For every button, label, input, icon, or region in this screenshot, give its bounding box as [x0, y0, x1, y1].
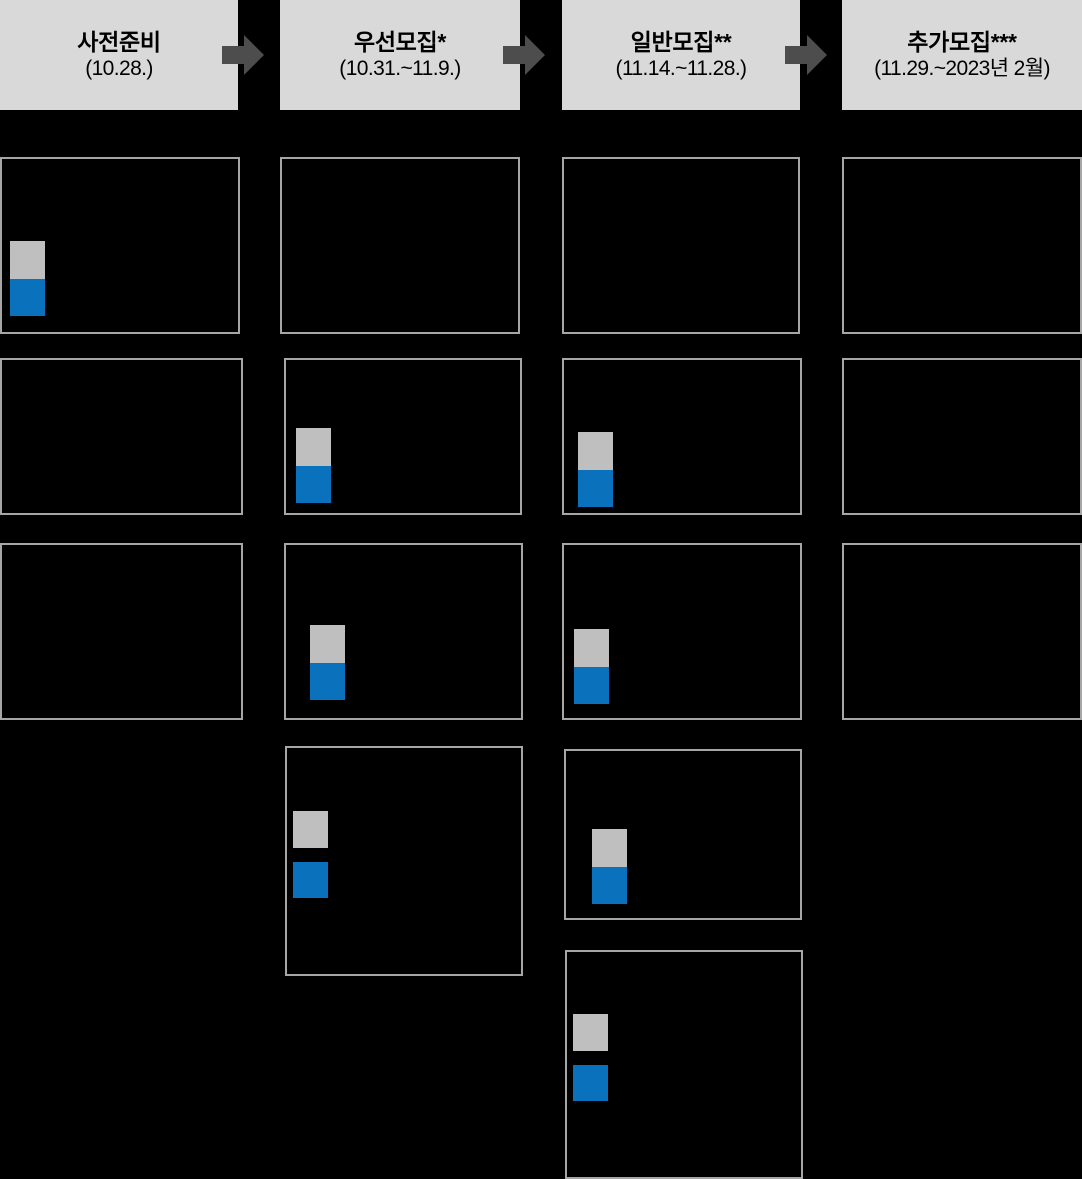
arrow-right-icon [222, 32, 264, 78]
marker-stack [10, 241, 45, 316]
marker-stack [310, 625, 345, 700]
marker-stack [573, 1014, 608, 1101]
content-cell-r1c4[interactable] [842, 157, 1082, 334]
phase-date-range: (11.29.~2023년 2월) [874, 56, 1050, 80]
phase-date-range: (11.14.~11.28.) [615, 56, 748, 80]
blue-swatch [574, 667, 609, 704]
blue-swatch [293, 862, 328, 898]
content-cell-r4c2[interactable] [285, 746, 523, 976]
marker-stack [293, 811, 328, 898]
blue-swatch [573, 1065, 608, 1101]
phase-title: 추가모집*** [907, 28, 1017, 55]
phase-banner-4[interactable]: 추가모집*** (11.29.~2023년 2월) [842, 0, 1082, 110]
content-cell-r3c3[interactable] [562, 543, 802, 720]
content-cell-r2c2[interactable] [284, 358, 522, 515]
blue-swatch [10, 279, 45, 316]
phase-banner-3[interactable]: 일반모집** (11.14.~11.28.) [562, 0, 800, 110]
arrow-right-icon [503, 32, 545, 78]
content-cell-r3c4[interactable] [842, 543, 1082, 720]
blue-swatch [296, 466, 331, 503]
content-cell-r2c1[interactable] [0, 358, 243, 515]
content-cell-r4c3[interactable] [564, 749, 802, 920]
phase-title: 우선모집* [353, 28, 447, 55]
content-cell-r3c2[interactable] [284, 543, 523, 720]
content-cell-r1c2[interactable] [280, 157, 520, 334]
blue-swatch [310, 663, 345, 700]
gray-swatch [293, 811, 328, 848]
content-cell-r3c1[interactable] [0, 543, 243, 720]
phase-date-range: (10.28.) [85, 56, 153, 80]
blue-swatch [592, 867, 627, 904]
phase-title: 일반모집** [630, 28, 732, 55]
phase-banner-1[interactable]: 사전준비 (10.28.) [0, 0, 238, 110]
arrow-right-icon [785, 32, 827, 78]
marker-stack [592, 829, 627, 904]
blue-swatch [578, 470, 613, 507]
gray-swatch [310, 625, 345, 663]
blue-swatch [293, 848, 328, 862]
gray-swatch [592, 829, 627, 867]
marker-stack [578, 432, 613, 507]
gray-swatch [296, 428, 331, 466]
content-cell-r1c3[interactable] [562, 157, 800, 334]
gray-swatch [10, 241, 45, 279]
phase-title: 사전준비 [77, 28, 161, 55]
phase-banner-2[interactable]: 우선모집* (10.31.~11.9.) [280, 0, 520, 110]
phase-date-range: (10.31.~11.9.) [339, 56, 461, 80]
content-cell-r2c4[interactable] [842, 358, 1082, 515]
content-cell-r5c3[interactable] [565, 950, 803, 1179]
content-cell-r1c1[interactable] [0, 157, 240, 334]
marker-stack [574, 629, 609, 704]
content-cell-r2c3[interactable] [562, 358, 802, 515]
gray-swatch [574, 629, 609, 667]
marker-stack [296, 428, 331, 503]
gray-swatch [573, 1014, 608, 1051]
gray-swatch [578, 432, 613, 470]
blue-swatch [573, 1051, 608, 1065]
